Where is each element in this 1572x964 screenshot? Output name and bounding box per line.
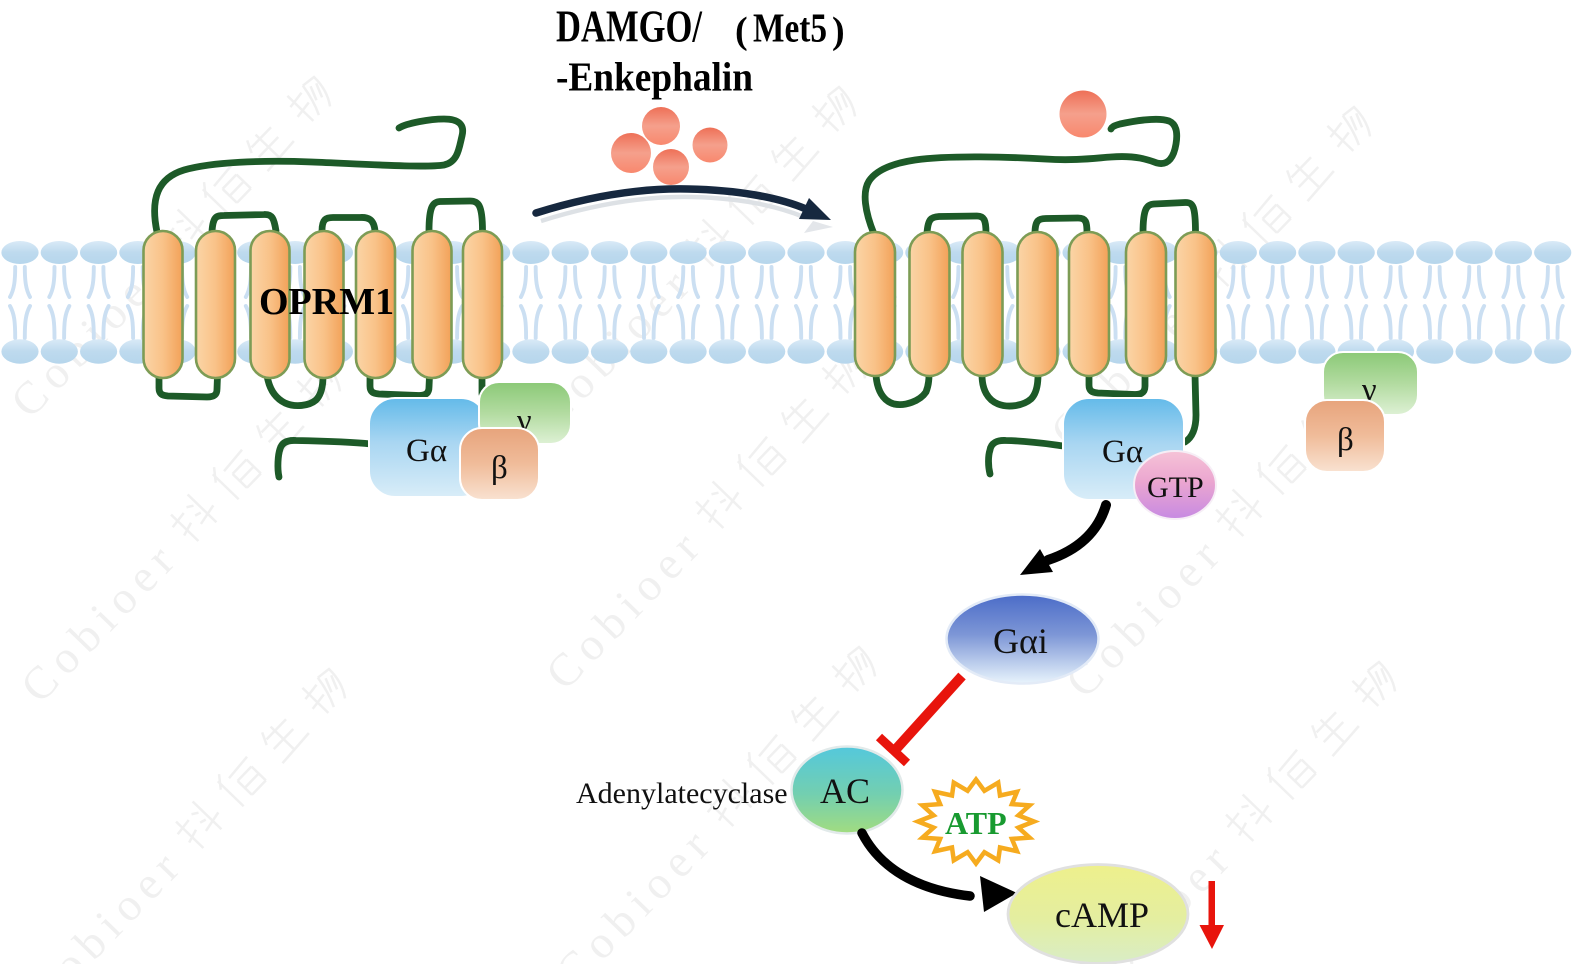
svg-text:ATP: ATP [945,805,1007,841]
svg-text:γ: γ [1361,372,1377,408]
svg-text:Gα: Gα [1102,434,1143,470]
svg-text:β: β [1337,422,1354,458]
svg-text:(: ( [735,10,748,52]
svg-text:β: β [491,450,508,486]
svg-text:DAMGO/: DAMGO/ [556,2,702,52]
svg-text:cAMP: cAMP [1055,895,1149,935]
svg-text:Gαi: Gαi [993,621,1048,661]
svg-text:GTP: GTP [1147,471,1204,504]
svg-text:AC: AC [820,771,870,811]
svg-text:OPRM1: OPRM1 [259,281,394,323]
svg-text:-Enkephalin: -Enkephalin [556,54,753,100]
svg-text:Gα: Gα [406,433,447,469]
svg-text:): ) [832,10,845,52]
svg-text:Met5: Met5 [753,5,827,51]
svg-text:Adenylatecyclase: Adenylatecyclase [576,777,788,810]
